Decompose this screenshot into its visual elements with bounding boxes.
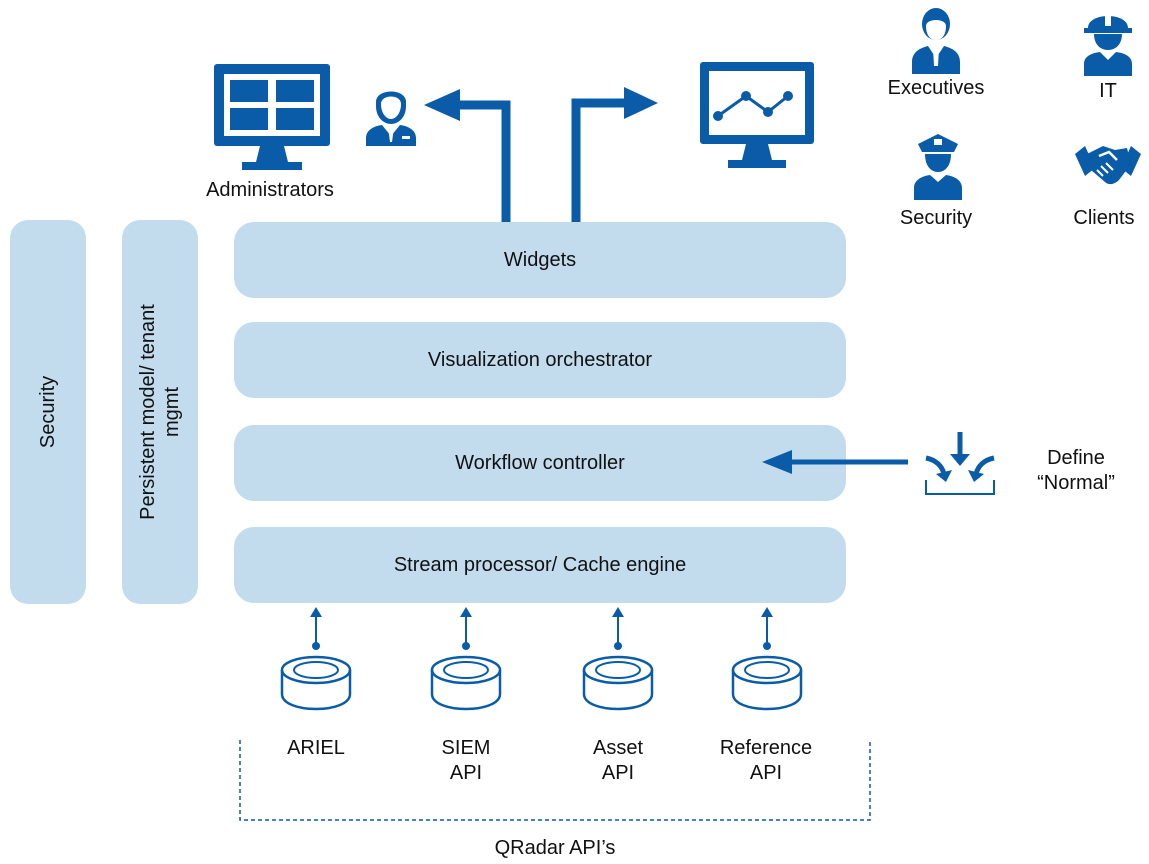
siem-label: SIEM API [406, 736, 526, 786]
persistent-model-label-line1: Persistent model/ tenant [137, 304, 159, 520]
ariel-label: ARIEL [256, 736, 376, 761]
visualization-orchestrator-layer: Visualization orchestrator [234, 322, 846, 398]
security-column-label: Security [37, 375, 59, 449]
define-normal-line2: “Normal” [1037, 472, 1115, 494]
reference-label: Reference API [698, 736, 834, 786]
siem-arrow [460, 607, 472, 650]
reference-label-line2: API [749, 762, 783, 784]
asset-database-icon [582, 655, 654, 711]
asset-label-line2: API [601, 762, 635, 784]
persistent-model-label-line2: mgmt [161, 387, 183, 437]
define-normal-arrow [762, 450, 908, 474]
it-worker-icon [1084, 12, 1132, 76]
administrator-person-icon [366, 91, 416, 146]
chart-monitor-icon [700, 62, 814, 168]
executives-label: Executives [887, 77, 985, 99]
define-normal-line1: Define [1047, 447, 1105, 469]
siem-database-icon [430, 655, 502, 711]
security-officer-icon [914, 134, 962, 200]
widgets-left-arrow [424, 89, 511, 225]
asset-label: Asset API [558, 736, 678, 786]
qradar-api-bracket [239, 740, 871, 821]
ariel-database-icon [280, 655, 352, 711]
siem-label-line1: SIEM [441, 737, 491, 759]
executive-person-icon [912, 8, 960, 74]
asset-label-line1: Asset [592, 737, 644, 759]
qradar-api-label: QRadar API’s [494, 837, 616, 859]
administrators-label: Administrators [206, 179, 334, 201]
handshake-icon [1075, 146, 1141, 185]
persistent-model-label: Persistent model/ tenant mgmt [136, 304, 184, 520]
widgets-layer: Widgets [234, 222, 846, 298]
reference-label-line1: Reference [719, 737, 813, 759]
source-arrows [310, 607, 773, 650]
dashboard-monitor-icon [214, 64, 330, 170]
security-audience-label: Security [899, 207, 973, 229]
it-label: IT [1099, 80, 1117, 102]
workflow-controller-layer: Workflow controller [234, 425, 846, 501]
ariel-label-line1: ARIEL [287, 737, 345, 759]
stream-processor-layer: Stream processor/ Cache engine [234, 527, 846, 603]
reference-database-icon [731, 655, 803, 711]
ariel-arrow [310, 607, 322, 650]
define-normal-label: Define “Normal” [1014, 446, 1138, 496]
security-column: Security [10, 220, 86, 604]
siem-label-line2: API [449, 762, 483, 784]
inbox-merge-icon [925, 432, 995, 495]
clients-label: Clients [1073, 207, 1135, 229]
persistent-model-column: Persistent model/ tenant mgmt [122, 220, 198, 604]
reference-arrow [761, 607, 773, 650]
widgets-right-arrow [571, 87, 658, 225]
asset-arrow [612, 607, 624, 650]
